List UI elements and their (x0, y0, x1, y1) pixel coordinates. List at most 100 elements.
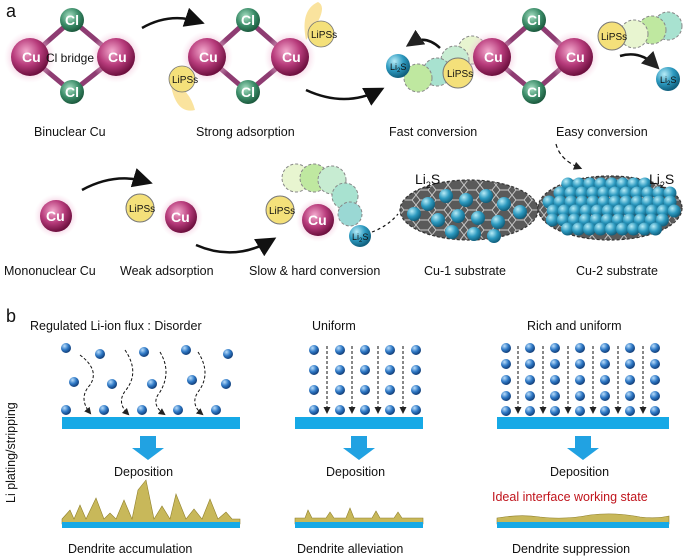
li2s-sphere (513, 205, 527, 219)
li-ion (625, 375, 635, 385)
cu-label: Cu (566, 49, 585, 65)
li2s-sphere (459, 193, 473, 207)
caption-cu2: Cu-2 substrate (576, 264, 658, 278)
li-ion (187, 375, 197, 385)
li-ion (309, 405, 319, 415)
cu1-substrate: Li2S (399, 171, 539, 243)
li-ion (335, 345, 345, 355)
substrate-bar (497, 417, 669, 429)
li2s-sphere (561, 222, 575, 236)
li-ion (335, 405, 345, 415)
li2s-sphere (655, 213, 669, 227)
li2s-sphere (616, 222, 630, 236)
li-ion (173, 405, 183, 415)
curved-arrow-icon (195, 237, 277, 257)
li-ion (211, 405, 221, 415)
li-ion (575, 391, 585, 401)
li2s-sphere (407, 207, 421, 221)
li-ion (625, 406, 635, 416)
li2s-sphere (431, 213, 445, 227)
lipss-label: LiPSs (447, 69, 473, 80)
deposition-label: Deposition (550, 465, 609, 479)
li2s-label: Li2S (390, 62, 406, 74)
cu-label: Cu (484, 49, 503, 65)
li2s-label: Li2S (660, 75, 676, 87)
cl-label: Cl (527, 12, 541, 28)
li-ion (411, 385, 421, 395)
li-ion (650, 359, 660, 369)
lipss-label: LiPSs (269, 206, 295, 217)
col2-ion-flux (309, 345, 421, 415)
li2s-sphere (630, 186, 644, 200)
dendrite-alleviation (294, 507, 424, 528)
li2s-sphere (471, 211, 485, 225)
cl-label: Cl (65, 84, 79, 100)
col1-title: Regulated Li-ion flux : Disorder (30, 319, 202, 333)
result-alleviation: Dendrite alleviation (297, 542, 403, 556)
li2s-label: Li2S (649, 171, 674, 190)
li2s-sphere (421, 197, 435, 211)
li-ion (600, 375, 610, 385)
li2s-sphere (451, 209, 465, 223)
li-ion (139, 347, 149, 357)
li-ion (600, 406, 610, 416)
li-ion (501, 391, 511, 401)
li-ion (223, 349, 233, 359)
li-ion (335, 385, 345, 395)
curved-arrow-icon (81, 168, 153, 192)
down-arrow-icon (132, 436, 164, 460)
panel-label-b: b (6, 306, 16, 326)
ideal-state-label: Ideal interface working state (492, 490, 648, 504)
dendrite-accumulation (61, 479, 241, 528)
li-ion (625, 343, 635, 353)
li-ion (501, 375, 511, 385)
li-ion (335, 365, 345, 375)
li-ion (181, 345, 191, 355)
li2s-sphere (553, 186, 567, 200)
lipss-label: LiPSs (601, 32, 627, 43)
lipss-label: LiPSs (311, 30, 337, 41)
cl-bridge-label: Cl bridge (46, 51, 94, 65)
caption-fast: Fast conversion (389, 125, 477, 139)
easy-conversion-cluster: Cu Cu Cl Cl LiPSs Li2S (466, 8, 683, 104)
col3-title: Rich and uniform (527, 319, 622, 333)
li-ion (107, 379, 117, 389)
substrate-bar (295, 417, 423, 429)
deposition-label: Deposition (114, 465, 173, 479)
li2s-sphere (467, 227, 481, 241)
col1-ion-flux (61, 343, 233, 416)
cu-label: Cu (308, 212, 327, 228)
li-ion (385, 405, 395, 415)
binuclear-cu-cluster: Cu Cu Cl Cl Cl bridge (4, 8, 142, 104)
li-ion (147, 379, 157, 389)
li2s-sphere (586, 186, 600, 200)
caption-easy: Easy conversion (556, 125, 648, 139)
li2s-label: Li2S (415, 171, 440, 190)
down-arrow-icon (567, 436, 599, 460)
li2s-sphere (572, 222, 586, 236)
cu2-substrate: Li2S (537, 171, 683, 241)
cl-label: Cl (527, 84, 541, 100)
col2-title: Uniform (312, 319, 356, 333)
caption-mononuclear: Mononuclear Cu (4, 264, 96, 278)
axis-label-li-plating: Li plating/stripping (4, 402, 18, 503)
li2s-sphere (608, 186, 622, 200)
li-ion (575, 406, 585, 416)
caption-binuclear: Binuclear Cu (34, 125, 106, 139)
li-ion (550, 343, 560, 353)
li-ion (525, 391, 535, 401)
li2s-sphere (649, 222, 663, 236)
result-accumulation: Dendrite accumulation (68, 542, 192, 556)
cu-label: Cu (22, 49, 41, 65)
li-ion (600, 343, 610, 353)
substrate-bar (62, 417, 240, 429)
li-ion (575, 375, 585, 385)
dashed-link-icon (371, 213, 399, 233)
down-arrow-icon (343, 436, 375, 460)
li-ion (525, 359, 535, 369)
lipss-label: LiPSs (129, 204, 155, 215)
li-ion (360, 345, 370, 355)
li-ion (385, 345, 395, 355)
deposition-label: Deposition (326, 465, 385, 479)
li-ion (600, 359, 610, 369)
